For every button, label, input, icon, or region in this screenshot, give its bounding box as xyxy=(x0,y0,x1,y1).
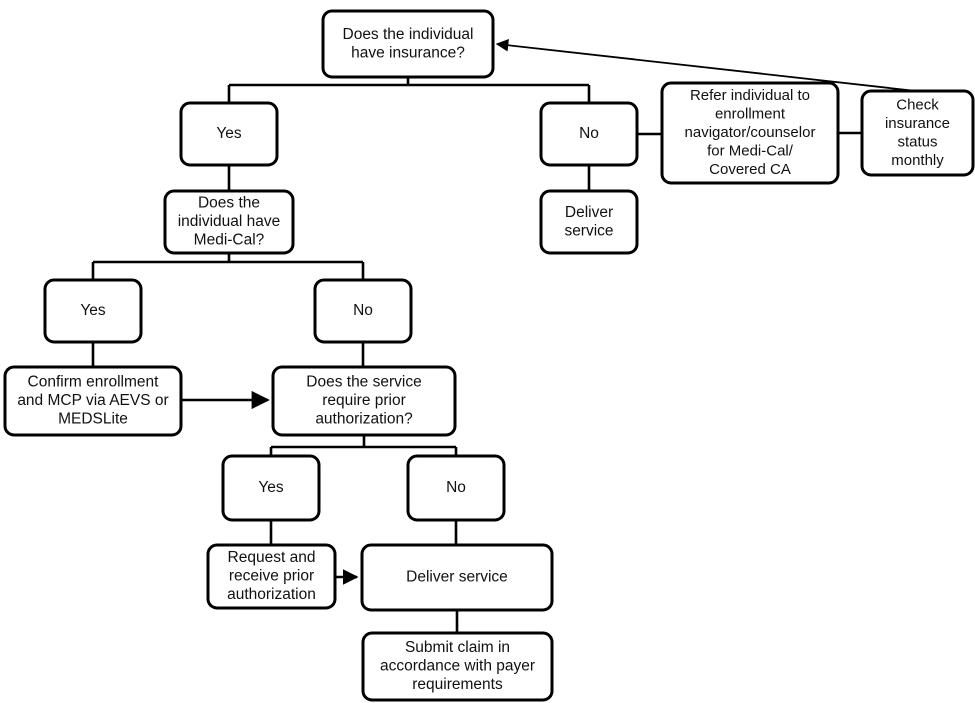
yes-insurance-box[interactable] xyxy=(179,101,279,167)
refer-navigator-box[interactable] xyxy=(660,81,840,185)
node-no-prior-auth[interactable]: No xyxy=(406,454,506,522)
no-prior-auth-box[interactable] xyxy=(406,454,506,522)
yes-prior-auth-label: Yes xyxy=(258,479,284,496)
node-yes-medi-cal[interactable]: Yes xyxy=(43,278,143,344)
prior-auth-question-box[interactable] xyxy=(271,365,457,437)
yes-medi-cal-label: Yes xyxy=(80,302,106,319)
medi-cal-question-box[interactable] xyxy=(163,189,295,255)
no-medi-cal-label: No xyxy=(353,302,373,319)
yes-prior-auth-box[interactable] xyxy=(221,454,321,522)
node-no-medi-cal[interactable]: No xyxy=(313,278,413,344)
confirm-enrollment-box[interactable] xyxy=(3,365,183,437)
deliver-service-final-box[interactable] xyxy=(360,543,554,612)
request-prior-auth-box[interactable] xyxy=(206,543,337,610)
no-medi-cal-box[interactable] xyxy=(313,278,413,344)
node-yes-insurance[interactable]: Yes xyxy=(179,101,279,167)
connector-layer xyxy=(91,39,917,633)
yes-insurance-label: Yes xyxy=(216,125,242,142)
no-prior-auth-label: No xyxy=(446,479,466,496)
yes-medi-cal-box[interactable] xyxy=(43,278,143,344)
check-insurance-box[interactable] xyxy=(860,89,975,177)
submit-claim-box[interactable] xyxy=(361,631,554,702)
node-deliver-service-final[interactable]: Deliver service xyxy=(360,543,554,612)
deliver-service-final-label: Deliver service xyxy=(406,569,508,586)
no-insurance-label: No xyxy=(579,125,599,142)
connector-feedback-loop-arrow xyxy=(495,39,917,92)
node-no-insurance[interactable]: No xyxy=(539,101,639,167)
root-question-box[interactable] xyxy=(321,9,495,79)
no-insurance-box[interactable] xyxy=(539,101,639,167)
deliver-service-uninsured-box[interactable] xyxy=(539,189,639,255)
node-yes-prior-auth[interactable]: Yes xyxy=(221,454,321,522)
